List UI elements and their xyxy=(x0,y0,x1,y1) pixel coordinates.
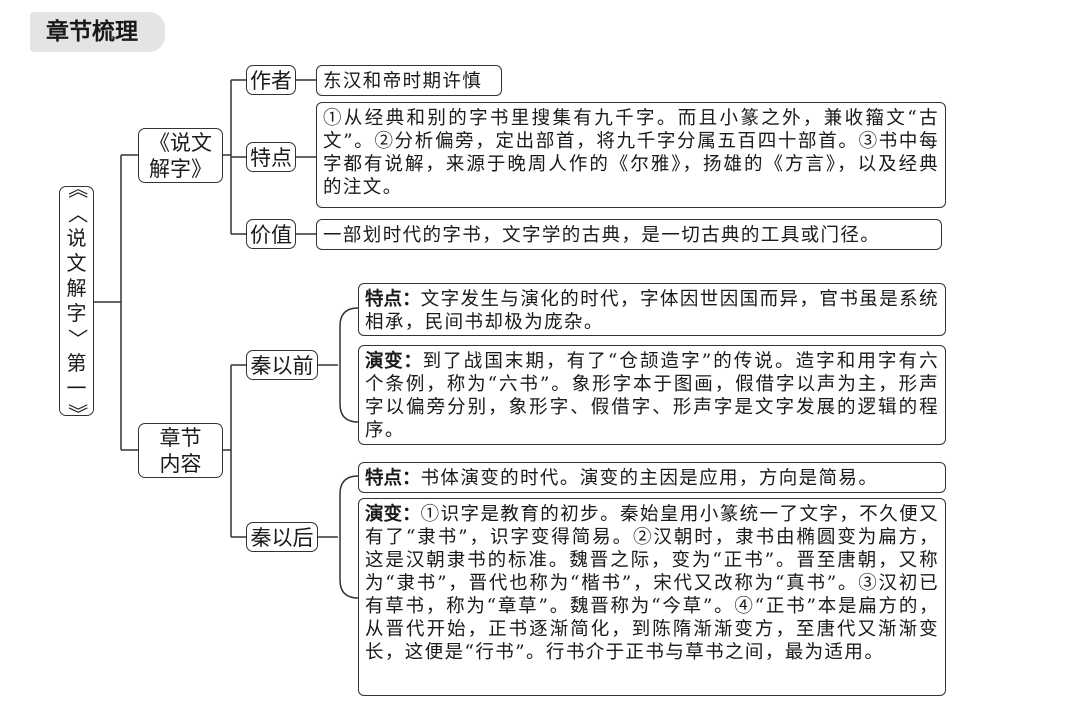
shuowen-node: 《说文 解字》 xyxy=(138,128,223,183)
author-text: 东汉和帝时期许慎 xyxy=(323,71,483,92)
root-char: 说 xyxy=(66,226,87,250)
after-qin-feature-box: 特点：书体演变的时代。演变的主因是应用，方向是简易。 xyxy=(358,462,946,493)
value-text: 一部划时代的字书，文字学的古典，是一切古典的工具或门径。 xyxy=(323,225,881,246)
shuowen-title-line2: 解字》 xyxy=(149,156,212,181)
features-text: ①从经典和别的字书里搜集有九千字。而且小篆之外，兼收籀文“古文”。②分析偏旁，定… xyxy=(323,108,939,198)
root-node: 《 〈 说 文 解 字 〉 第 一 》 xyxy=(59,179,94,424)
root-char: 〉 xyxy=(65,328,89,349)
value-node: 价值 xyxy=(246,219,296,249)
before-qin-feature-box: 特点：文字发生与演化的时代，字体因世因国而异，官书虽是系统相承，民间书却极为庞杂… xyxy=(358,283,946,336)
before-qin-node: 秦以前 xyxy=(246,350,318,380)
feature-label: 特点： xyxy=(365,468,421,489)
after-qin-evolution-text: ①识字是教育的初步。秦始皇用小篆统一了文字，不久便又有了“隶书”，识字变得简易。… xyxy=(365,504,939,663)
after-qin-evolution-box: 演变：①识字是教育的初步。秦始皇用小篆统一了文字，不久便又有了“隶书”，识字变得… xyxy=(358,498,946,696)
shuowen-title-line1: 《说文 xyxy=(149,130,212,155)
root-char: 第 xyxy=(66,351,87,375)
before-qin-feature-text: 文字发生与演化的时代，字体因世因国而异，官书虽是系统相承，民间书却极为庞杂。 xyxy=(365,289,939,333)
chapter-title-line1: 章节 xyxy=(159,425,202,450)
features-text-box: ①从经典和别的字书里搜集有九千字。而且小篆之外，兼收籀文“古文”。②分析偏旁，定… xyxy=(316,102,946,208)
features-node: 特点 xyxy=(246,142,296,172)
root-char: 解 xyxy=(66,276,87,300)
before-qin-evolution-box: 演变：到了战国末期，有了“仓颉造字”的传说。造字和用字有六个条例，称为“六书”。… xyxy=(358,345,946,445)
root-char: 》 xyxy=(65,403,89,424)
evolution-label: 演变： xyxy=(365,504,421,525)
chapter-content-node: 章节 内容 xyxy=(138,423,223,478)
feature-label: 特点： xyxy=(365,289,421,310)
before-qin-evolution-text: 到了战国末期，有了“仓颉造字”的传说。造字和用字有六个条例，称为“六书”。象形字… xyxy=(365,351,939,441)
after-qin-feature-text: 书体演变的时代。演变的主因是应用，方向是简易。 xyxy=(420,468,879,489)
section-title: 章节梳理 xyxy=(30,12,165,52)
root-char: 文 xyxy=(66,251,87,275)
root-char: 《 xyxy=(65,178,89,199)
root-char: 字 xyxy=(66,301,87,325)
chapter-title-line2: 内容 xyxy=(159,451,202,476)
root-char: 一 xyxy=(66,376,87,400)
author-node: 作者 xyxy=(246,65,296,95)
author-text-box: 东汉和帝时期许慎 xyxy=(316,65,502,96)
value-text-box: 一部划时代的字书，文字学的古典，是一切古典的工具或门径。 xyxy=(316,219,942,250)
after-qin-node: 秦以后 xyxy=(246,522,318,552)
root-char: 〈 xyxy=(65,203,89,224)
evolution-label: 演变： xyxy=(365,351,423,372)
